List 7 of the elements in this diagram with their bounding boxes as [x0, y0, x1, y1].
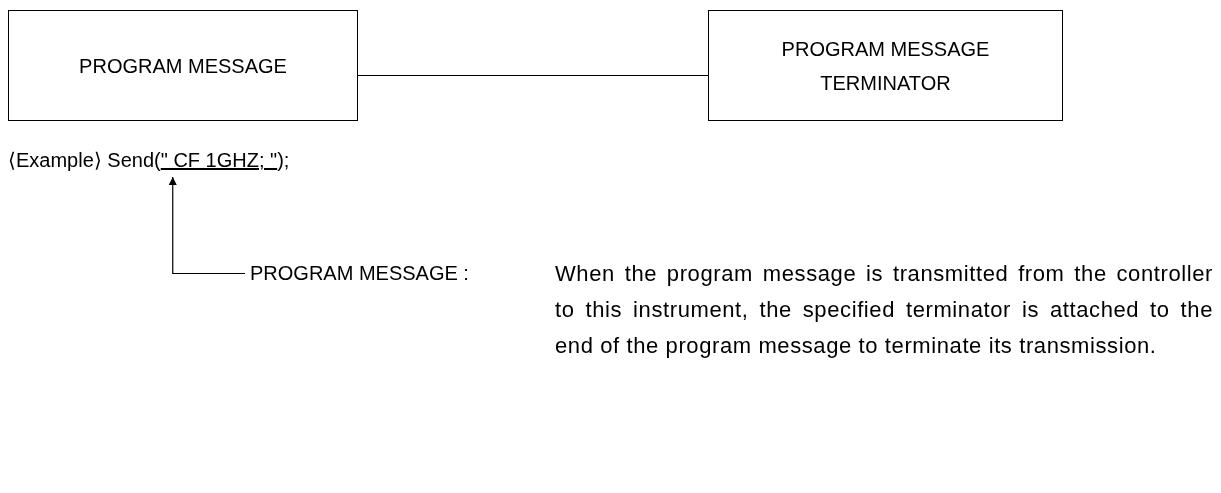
example-code-text: ⟨Example⟩ Send(" CF 1GHZ; ");	[8, 148, 290, 172]
leader-arrow	[168, 176, 246, 275]
connector-line	[357, 74, 709, 77]
description-paragraph: When the program message is transmitted from the controller to this instrument, the specified terminator is attached to the end of the program message to terminate its transmission.	[555, 260, 1213, 360]
process-box: PROGRAM MESSAGE	[8, 10, 358, 121]
process-box: PROGRAM MESSAGE TERMINATOR	[708, 10, 1063, 121]
leader-text: PROGRAM MESSAGE :	[250, 262, 469, 285]
